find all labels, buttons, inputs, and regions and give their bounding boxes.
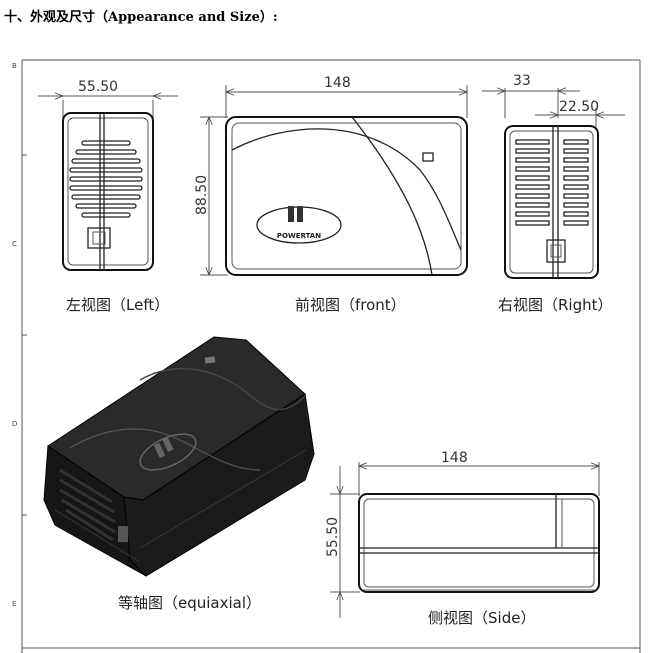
side-view-caption: 侧视图（Side） xyxy=(428,609,535,627)
left-view: 55.50 xyxy=(38,79,178,271)
right-depth-dimension: 33 xyxy=(513,73,531,89)
left-socket xyxy=(87,227,111,249)
section-heading: 十、外观及尺寸（Appearance and Size）: xyxy=(4,10,278,25)
right-view: 33 22.50 xyxy=(482,73,625,314)
left-width-dimension: 55.50 xyxy=(78,79,118,95)
zone-label-c: C xyxy=(12,240,17,248)
isometric-render: 等轴图（equiaxial） xyxy=(43,336,315,612)
front-logo: POWERTAN xyxy=(256,206,342,244)
left-view-caption: 左视图（Left） xyxy=(66,296,169,314)
side-width-dimension: 148 xyxy=(441,450,468,466)
front-logo-text: POWERTAN xyxy=(277,232,321,240)
sheet-border: B C D E xyxy=(12,59,641,653)
iso-view-caption: 等轴图（equiaxial） xyxy=(118,594,261,612)
left-grille xyxy=(69,140,143,218)
zone-label-b: B xyxy=(12,62,17,70)
right-socket xyxy=(546,239,566,263)
zone-label-d: D xyxy=(12,420,17,428)
right-view-caption: 右视图（Right） xyxy=(498,296,613,314)
front-width-dimension: 148 xyxy=(324,75,351,91)
front-view-caption: 前视图（front） xyxy=(295,296,406,314)
front-view: 148 88.50 POWERTAN 前视图（front） xyxy=(194,75,469,314)
right-vents xyxy=(515,139,589,226)
side-height-dimension: 55.50 xyxy=(325,517,341,557)
side-view: 148 55.50 侧视图（Side） xyxy=(325,450,601,627)
zone-label-e: E xyxy=(12,600,16,608)
front-height-dimension: 88.50 xyxy=(194,175,210,215)
right-offset-dimension: 22.50 xyxy=(559,99,599,115)
front-led xyxy=(422,152,434,162)
